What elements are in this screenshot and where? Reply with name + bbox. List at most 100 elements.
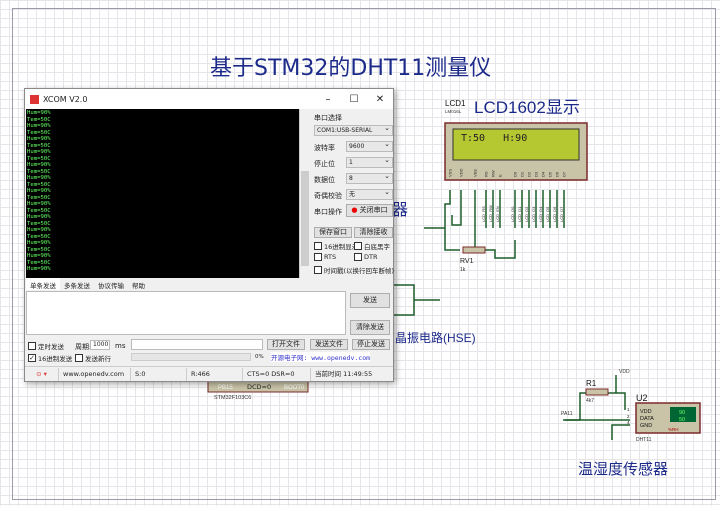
rx-line: Tem=50C — [27, 194, 51, 201]
timed-send-checkbox[interactable]: 定时发送 — [28, 341, 64, 351]
hex-send-label: 16进制发送 — [38, 355, 73, 363]
port-select[interactable]: COM1:USB-SERIAL — [314, 124, 393, 136]
tab-single-send[interactable]: 单条发送 — [26, 278, 60, 290]
lcd-pin-label: D2 — [527, 171, 532, 177]
rx-line: Tem=50C — [27, 116, 51, 123]
lcd-pin-label: D6 — [555, 171, 560, 177]
receive-scrollbar[interactable] — [299, 109, 309, 278]
lcd-net-label: LCD_EN — [495, 206, 500, 222]
title-bar: XCOM V2.0 – ☐ ✕ — [25, 89, 393, 109]
white-bg-label: 白底黑字 — [364, 243, 390, 251]
tab-multi-send[interactable]: 多条发送 — [64, 282, 90, 290]
rx-line: Hum=90% — [27, 175, 51, 181]
maximize-icon[interactable]: ☐ — [349, 93, 359, 105]
status-lines: CTS=0 DSR=0 DCD=0 — [243, 367, 311, 391]
app-logo-icon — [30, 94, 39, 104]
settings-gear-icon[interactable]: ⊙ ▾ — [25, 367, 59, 381]
mcu-part: STM32F103C6 — [214, 395, 251, 401]
open-file-button[interactable]: 打开文件 — [267, 339, 305, 350]
rx-line: Hum=90% — [27, 162, 51, 168]
rx-line: Hum=90% — [27, 266, 51, 272]
u2-pin: DATA — [640, 416, 654, 422]
rx-line: Hum=90% — [27, 240, 51, 246]
port-label: 串口选择 — [314, 114, 342, 122]
send-button[interactable]: 发送 — [350, 293, 390, 308]
rx-line: Hum=90% — [27, 110, 51, 116]
close-port-button[interactable]: ● 关闭串口 — [346, 204, 393, 217]
vdd-label: VDD — [619, 369, 630, 375]
rx-line: Hum=90% — [27, 136, 51, 142]
status-time: 当前时间 11:49:55 — [315, 369, 373, 378]
rts-checkbox[interactable]: RTS — [314, 253, 336, 261]
progress-text: 0% — [255, 354, 264, 360]
rx-line: Tem=50C — [27, 181, 51, 188]
hex-send-checkbox[interactable]: ✓16进制发送 — [28, 354, 73, 363]
period-unit: ms — [115, 342, 126, 350]
white-bg-checkbox[interactable]: 白底黑字 — [354, 241, 390, 251]
period-input[interactable]: 1000 — [90, 340, 110, 350]
rx-line: Tem=50C — [27, 220, 51, 227]
minimize-icon[interactable]: – — [325, 93, 331, 105]
tab-help[interactable]: 帮助 — [132, 282, 145, 290]
status-led-icon: ● — [351, 206, 358, 214]
hse-caption: 晶振电路(HSE) — [395, 330, 476, 345]
rx-line: Tem=50C — [27, 233, 51, 240]
dht11-temp: 50 — [679, 417, 685, 423]
rv-val: 1k — [460, 267, 466, 273]
send-progress-bar — [131, 353, 251, 361]
r1-ref: R1 — [586, 379, 597, 388]
rx-line: Hum=90% — [27, 227, 51, 233]
dht11-display — [670, 407, 696, 422]
hex-display-checkbox[interactable]: 16进制显示 — [314, 241, 358, 251]
rx-line: Hum=90% — [27, 188, 51, 194]
close-port-label: 关闭串口 — [359, 206, 388, 214]
parity-select[interactable]: 无 — [346, 188, 393, 200]
newline-label: 发送新行 — [85, 355, 111, 363]
lcd-net-label: LCD_D7 — [559, 206, 564, 222]
lcd-pin-label: RW — [491, 170, 496, 177]
lcd-pin-label: D4 — [541, 171, 546, 177]
u2-ref: U2 — [636, 393, 648, 403]
lcd-net-label: LCD_RW — [488, 205, 493, 222]
u2-pin-num: 4 — [627, 420, 630, 425]
rv-ref: RV1 — [460, 258, 474, 265]
lcd-text: T:50 H:90 — [461, 133, 527, 144]
file-path-input[interactable] — [131, 339, 263, 350]
lcd-net-label: LCD_D2 — [524, 206, 529, 222]
rx-line: Tem=50C — [27, 168, 51, 175]
save-window-button[interactable]: 保存窗口 — [314, 227, 352, 238]
lcd-screen — [452, 128, 580, 161]
page-title: 基于STM32的DHT11测量仪 — [210, 56, 492, 81]
baud-select[interactable]: 9600 — [346, 140, 393, 152]
stop-select[interactable]: 1 — [346, 156, 393, 168]
lcd-pin-label: D1 — [520, 171, 525, 177]
lcd-pin-label: D5 — [548, 171, 553, 177]
tab-protocol[interactable]: 协议传输 — [98, 282, 124, 290]
lcd-pin-label: D7 — [562, 171, 567, 177]
lcd-pin-label: D0 — [513, 171, 518, 177]
dht11-hum: 90 — [679, 410, 685, 416]
status-received: R:466 — [187, 367, 243, 381]
send-input[interactable] — [26, 291, 346, 335]
clear-receive-button[interactable]: 清除接收 — [354, 227, 393, 238]
dtr-checkbox[interactable]: DTR — [354, 253, 378, 261]
close-icon[interactable]: ✕ — [375, 93, 385, 105]
stop-send-button[interactable]: 停止发送 — [352, 339, 390, 350]
send-file-button[interactable]: 发送文件 — [310, 339, 348, 350]
timestamp-checkbox[interactable]: 时间戳(以换行回车断帧) — [314, 265, 394, 275]
u2-pin: GND — [640, 423, 652, 429]
window-title: XCOM V2.0 — [43, 94, 88, 104]
openedv-link[interactable]: 开源电子网: www.openedv.com — [271, 352, 371, 362]
lcd-pin-label: D3 — [534, 171, 539, 177]
status-bar: ⊙ ▾ www.openedv.com S:0 R:466 CTS=0 DSR=… — [25, 366, 393, 391]
newline-checkbox[interactable]: 发送新行 — [75, 353, 111, 363]
clear-send-button[interactable]: 清除发送 — [350, 320, 390, 335]
timestamp-label: 时间戳(以换行回车断帧) — [324, 267, 395, 275]
status-site[interactable]: www.openedv.com — [59, 367, 131, 381]
timed-send-label: 定时发送 — [38, 343, 64, 351]
data-select[interactable]: 8 — [346, 172, 393, 184]
rts-label: RTS — [324, 253, 337, 261]
rx-line: Tem=50C — [27, 207, 51, 214]
